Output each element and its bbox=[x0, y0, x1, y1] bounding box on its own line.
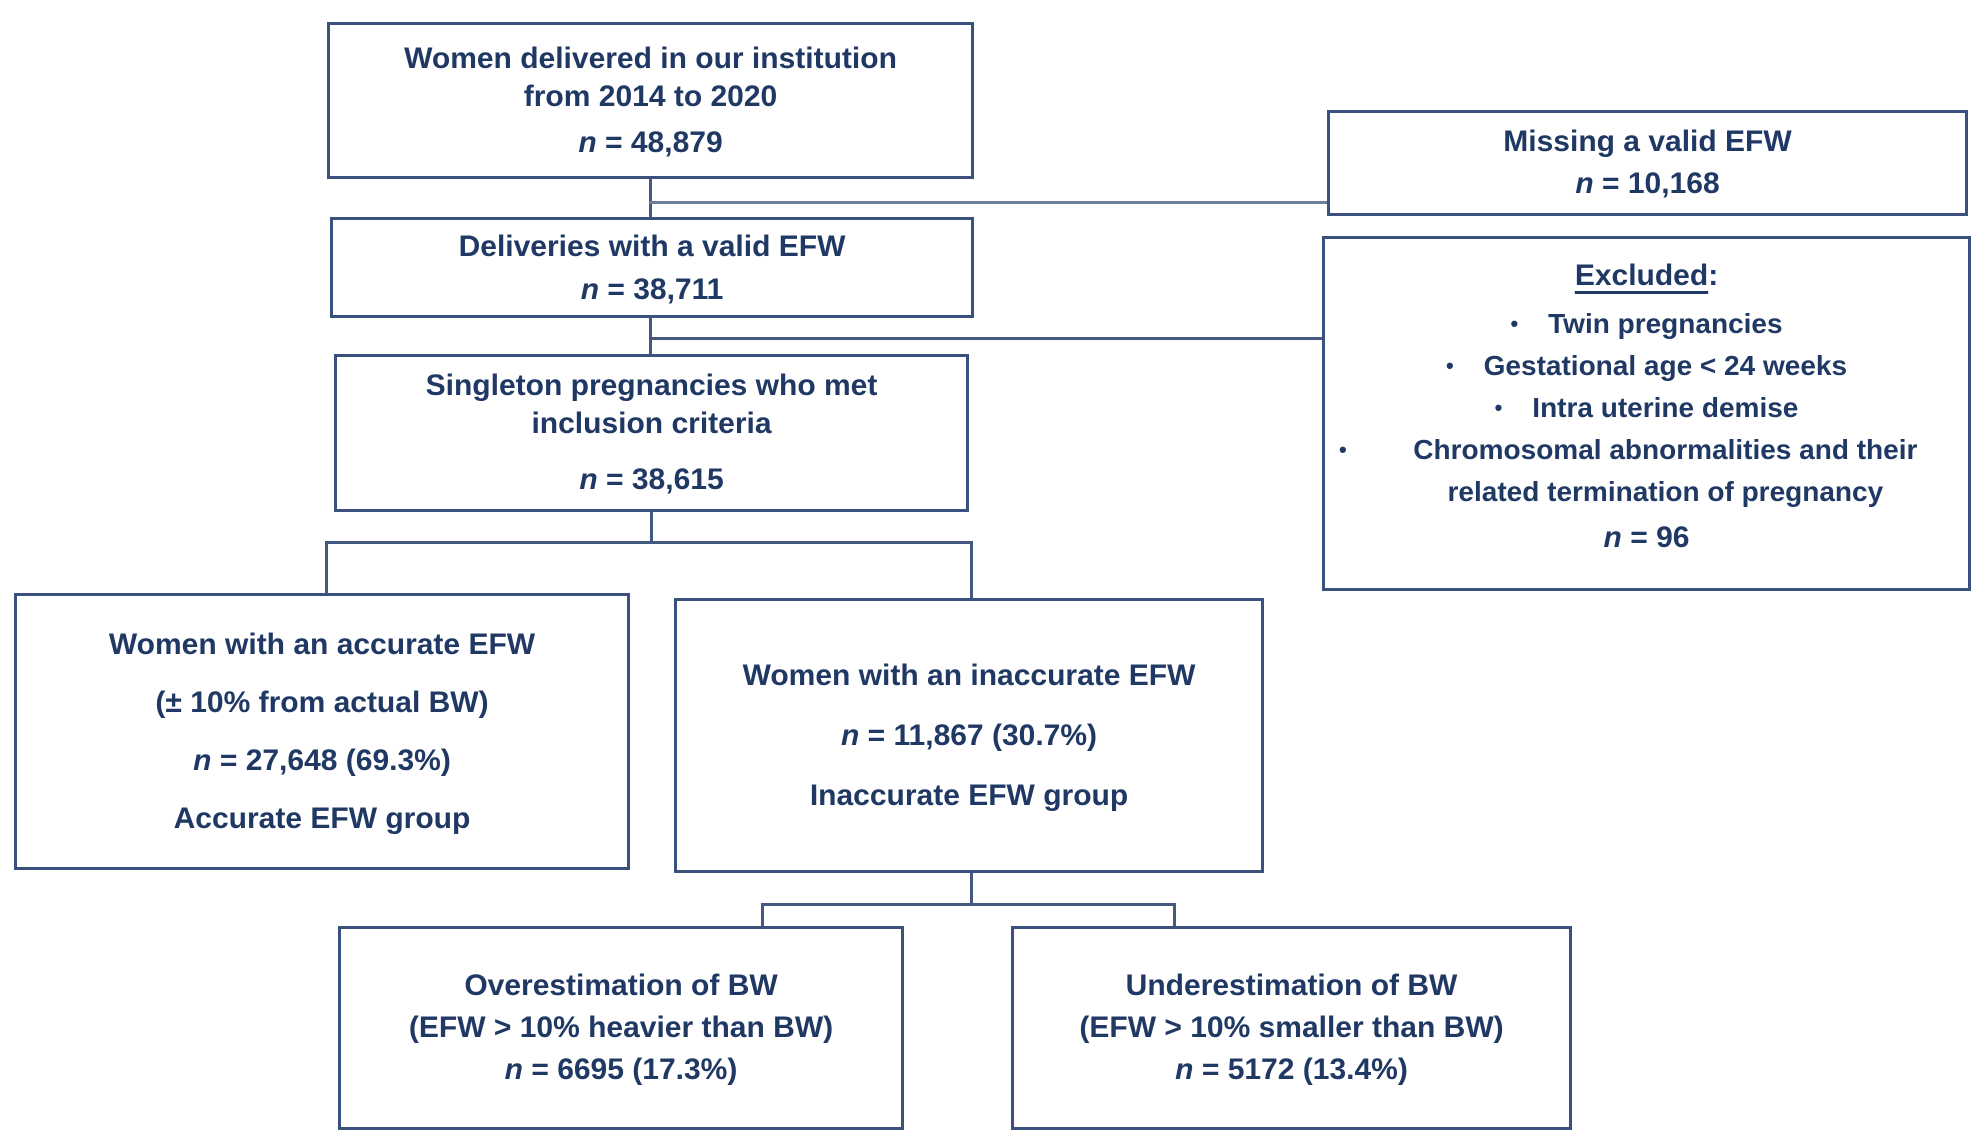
connector-drop-to-overestimation bbox=[761, 903, 764, 928]
box-subtitle-line: (EFW > 10% smaller than BW) bbox=[1079, 1011, 1504, 1044]
box-inaccurate-efw-group: Women with an inaccurate EFW n = 11,867 … bbox=[674, 598, 1264, 873]
connector-inaccurate-split-stem bbox=[970, 873, 973, 906]
box-title-line: Deliveries with a valid EFW bbox=[458, 229, 846, 263]
connector-inaccurate-split-bar bbox=[761, 903, 1176, 906]
excluded-heading-colon: : bbox=[1708, 259, 1719, 292]
box-subtitle-line: (± 10% from actual BW) bbox=[155, 685, 489, 719]
connector-enrolled-to-valid-vertical bbox=[649, 179, 652, 219]
box-title-line: Missing a valid EFW bbox=[1503, 125, 1792, 158]
box-women-delivered: Women delivered in our institution from … bbox=[327, 22, 974, 179]
connector-singleton-split-bar bbox=[325, 541, 973, 544]
sample-size: n = 27,648 (69.3%) bbox=[193, 743, 451, 777]
bullet-icon: • bbox=[1445, 353, 1454, 378]
connector-drop-to-accurate bbox=[325, 541, 328, 595]
box-title-line: Underestimation of BW bbox=[1125, 969, 1458, 1002]
sample-size: n = 38,711 bbox=[580, 272, 724, 306]
box-title-line: Women with an accurate EFW bbox=[108, 627, 536, 661]
excluded-bullet-text: Gestational age < 24 weeks bbox=[1483, 350, 1848, 381]
excluded-bullet-item: • Intra uterine demise bbox=[1495, 387, 1799, 429]
excluded-bullet-item: • Chromosomal abnormalities and their re… bbox=[1339, 429, 1954, 513]
excluded-bullet-text: Intra uterine demise bbox=[1532, 392, 1799, 423]
sample-size: n = 5172 (13.4%) bbox=[1175, 1053, 1408, 1086]
sample-size: n = 38,615 bbox=[579, 463, 724, 496]
box-excluded: Excluded: • Twin pregnancies • Gestation… bbox=[1322, 236, 1971, 591]
sample-size: n = 96 bbox=[1603, 521, 1690, 554]
box-underestimation: Underestimation of BW (EFW > 10% smaller… bbox=[1011, 926, 1572, 1130]
box-title-line: Women delivered in our institution bbox=[404, 41, 897, 75]
connector-to-missing-horizontal bbox=[649, 201, 1327, 204]
excluded-heading: Excluded: bbox=[1575, 255, 1718, 297]
excluded-bullet-item: • Twin pregnancies bbox=[1510, 303, 1782, 345]
group-label: Inaccurate EFW group bbox=[809, 778, 1129, 812]
box-accurate-efw-group: Women with an accurate EFW (± 10% from a… bbox=[14, 593, 630, 870]
group-label: Accurate EFW group bbox=[173, 801, 471, 835]
box-title-line: inclusion criteria bbox=[531, 407, 772, 440]
excluded-bullet-text: Chromosomal abnormalities and their rela… bbox=[1413, 434, 1918, 507]
excluded-bullet-item: • Gestational age < 24 weeks bbox=[1446, 345, 1847, 387]
sample-size: n = 48,879 bbox=[578, 125, 723, 159]
bullet-icon: • bbox=[1494, 395, 1503, 420]
box-title-line: from 2014 to 2020 bbox=[523, 79, 778, 113]
box-title-line: Singleton pregnancies who met bbox=[425, 369, 878, 402]
excluded-bullet-text: Twin pregnancies bbox=[1548, 308, 1783, 339]
box-title-line: Women with an inaccurate EFW bbox=[742, 658, 1196, 692]
connector-singleton-split-stem bbox=[650, 512, 653, 544]
sample-size: n = 10,168 bbox=[1575, 167, 1720, 200]
box-singleton-pregnancies: Singleton pregnancies who met inclusion … bbox=[334, 354, 969, 512]
sample-size: n = 6695 (17.3%) bbox=[504, 1053, 738, 1086]
box-overestimation: Overestimation of BW (EFW > 10% heavier … bbox=[338, 926, 904, 1130]
box-title-line: Overestimation of BW bbox=[464, 969, 778, 1002]
connector-drop-to-underestimation bbox=[1173, 903, 1176, 928]
bullet-icon: • bbox=[1339, 437, 1347, 462]
box-subtitle-line: (EFW > 10% heavier than BW) bbox=[408, 1011, 834, 1044]
box-deliveries-valid-efw: Deliveries with a valid EFW n = 38,711 bbox=[330, 217, 974, 318]
connector-to-excluded-horizontal bbox=[649, 337, 1322, 340]
sample-size: n = 11,867 (30.7%) bbox=[841, 718, 1097, 752]
excluded-heading-word: Excluded bbox=[1574, 259, 1709, 292]
connector-drop-to-inaccurate bbox=[970, 541, 973, 600]
bullet-icon: • bbox=[1510, 311, 1519, 336]
box-missing-valid-efw: Missing a valid EFW n = 10,168 bbox=[1327, 110, 1968, 216]
